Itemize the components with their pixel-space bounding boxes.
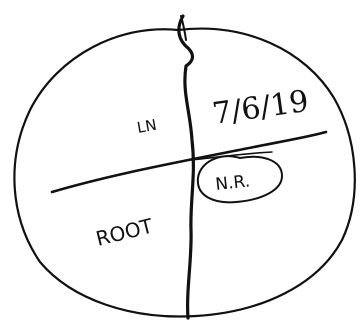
label-circled: N.R.: [214, 171, 251, 195]
vertical-divider: [177, 14, 195, 320]
label-date: 7/6/19: [210, 84, 310, 132]
horizontal-divider: [50, 130, 328, 194]
label-upper-left: LN: [136, 116, 158, 137]
ellipse-outline: [13, 27, 356, 318]
label-lower-left: ROOT: [93, 213, 155, 250]
circled-annotation: [196, 155, 283, 204]
